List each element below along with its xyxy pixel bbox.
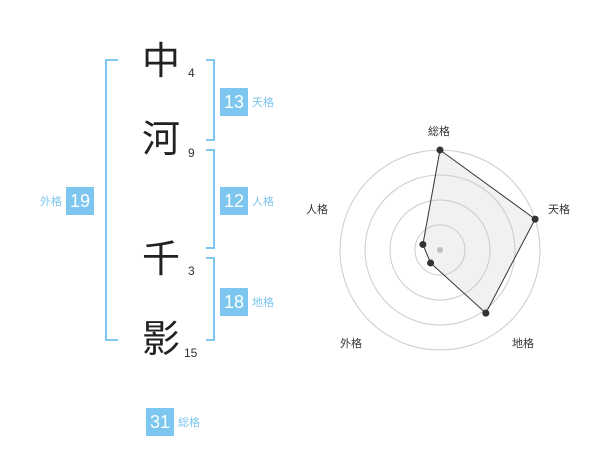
radar-point-2 [482,309,490,317]
tenkaku-label: 天格 [252,96,274,109]
gaikaku-value: 19 [66,187,94,215]
radar-label-gaikaku: 外格 [340,337,362,350]
radar-label-jinkaku: 人格 [306,203,328,216]
radar-ring [389,199,491,301]
soukaku-label: 総格 [178,416,200,429]
radar-point-0 [436,146,444,154]
soukaku-score: 31 総格 [146,408,200,436]
jinkaku-value: 12 [220,187,248,215]
name-char-3: 千 [142,237,181,281]
tenkaku-value: 13 [220,88,248,116]
gaikaku-score: 外格 19 [40,187,94,215]
chikaku-label: 地格 [252,296,274,309]
radar-polygon [422,149,536,314]
stroke-count-1: 4 [188,66,195,80]
chikaku-value: 18 [220,288,248,316]
jinkaku-score: 12 人格 [220,187,274,215]
radar-point-1 [531,215,539,223]
name-char-1: 中 [142,39,181,83]
radar-label-tenkaku: 天格 [548,203,570,216]
radar-center [437,247,443,253]
radar-ring [414,224,466,276]
stroke-count-2: 9 [188,146,195,160]
gaikaku-label: 外格 [40,195,62,208]
tenkaku-score: 13 天格 [220,88,274,116]
radar-ring [364,174,516,326]
chikaku-score: 18 地格 [220,288,274,316]
jinkaku-label: 人格 [252,195,274,208]
name-char-2: 河 [142,117,181,161]
radar-label-soukaku: 総格 [428,125,450,138]
stroke-count-4: 15 [184,346,198,360]
radar-point-3 [427,259,435,267]
soukaku-value: 31 [146,408,174,436]
name-char-4: 影 [142,317,181,361]
radar-point-4 [419,240,427,248]
stroke-count-3: 3 [188,264,195,278]
radar-label-chikaku: 地格 [512,337,534,350]
